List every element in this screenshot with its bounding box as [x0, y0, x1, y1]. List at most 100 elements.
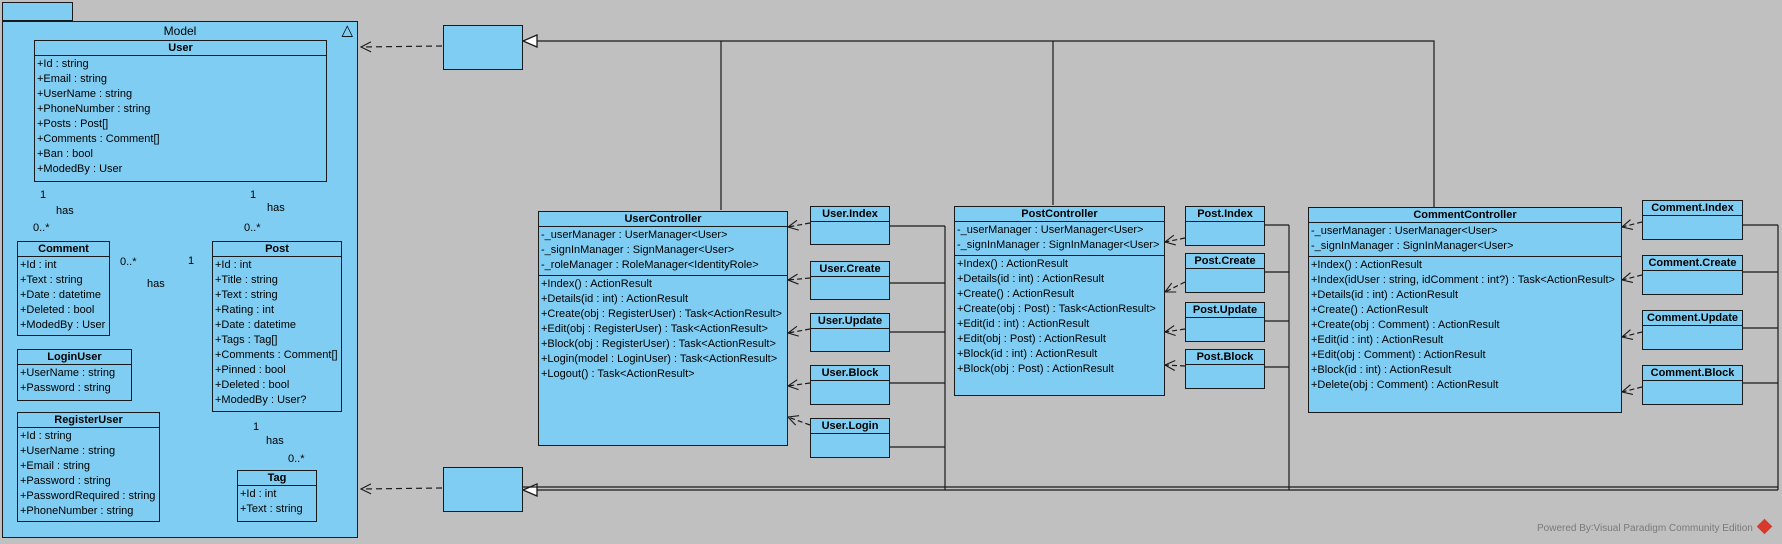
operation: +Details(id : int) : ActionResult [541, 293, 689, 305]
attribute: +Rating : int [215, 304, 275, 316]
class-name: CommentController [1413, 209, 1517, 221]
attribute: -_roleManager : RoleManager<IdentityRole… [541, 259, 759, 271]
view-comment-update[interactable]: Comment.Update [1642, 310, 1743, 350]
class-loginuser[interactable]: LoginUser +UserName : string +Password : s… [17, 349, 132, 401]
attribute: +Password : string [20, 475, 111, 487]
class-name: User.Login [821, 420, 879, 432]
operation: +Logout() : Task<ActionResult> [541, 368, 695, 380]
class-name: LoginUser [47, 351, 102, 363]
class-name: Post [265, 243, 289, 255]
view-post-create[interactable]: Post.Create [1185, 253, 1265, 293]
view-comment-index[interactable]: Comment.Index [1642, 200, 1743, 240]
attribute: -_signInManager : SignInManager<User> [957, 239, 1160, 251]
class-header: Comment.Create [1643, 256, 1742, 271]
view-post-block[interactable]: Post.Block [1185, 349, 1265, 389]
class-name: User [168, 42, 193, 54]
dep-post-block [1165, 365, 1186, 366]
view-user-block[interactable]: User.Block [810, 365, 890, 405]
class-postcontroller[interactable]: PostController-_userManager : UserManage… [954, 206, 1165, 396]
attribute: -_userManager : UserManager<User> [957, 224, 1144, 236]
attribute: +Text : string [215, 289, 278, 301]
attribute: +ModedBy : User [37, 163, 123, 175]
class-user[interactable]: User+Id : string+Email : string+UserName… [34, 40, 327, 182]
class-header: RegisterUser [18, 413, 159, 428]
class-name: Post.Create [1194, 255, 1256, 267]
operation: +Login(model : LoginUser) : Task<ActionR… [541, 353, 778, 365]
view-user-index[interactable]: User.Index [810, 206, 890, 245]
dep-comment-index [1622, 222, 1643, 227]
view-user-login[interactable]: User.Login [810, 418, 890, 458]
class-header: Comment.Index [1643, 201, 1742, 216]
class-header: User [35, 41, 326, 56]
attribute: +Deleted : bool [215, 379, 290, 391]
dep-user-create [788, 278, 811, 280]
attributes-compartment: +Id : int+Text : string [238, 486, 316, 519]
view-post-update[interactable]: Post.Update [1185, 302, 1265, 342]
class-usercontroller[interactable]: UserController-_userManager : UserManage… [538, 211, 788, 446]
dep-post-index [1165, 238, 1186, 242]
dep-comment-block [1622, 387, 1643, 392]
attribute: +Comments : Comment[] [37, 133, 160, 145]
attribute: +Id : string [37, 58, 89, 70]
operation: +Edit(id : int) : ActionResult [957, 318, 1090, 330]
class-name: Post.Index [1197, 208, 1253, 220]
class-commentcontroller[interactable]: CommentController-_userManager : UserMan… [1308, 207, 1622, 413]
attributes-compartment: -_userManager : UserManager<User> -_signI… [955, 222, 1164, 256]
attributes-compartment: +Id : int +Title : string +Text : string +R… [213, 257, 341, 410]
operation: +Index() : ActionResult [957, 258, 1068, 270]
class-name: RegisterUser [54, 414, 123, 426]
class-name: Post.Block [1196, 351, 1254, 363]
operation: +Delete(obj : Comment) : ActionResult [1311, 379, 1499, 391]
class-comment[interactable]: Comment+Id : int+Text : string+Date : da… [17, 241, 110, 336]
attribute: +Pinned : bool [215, 364, 286, 376]
operation: +Block(obj : RegisterUser) : Task<Action… [541, 338, 776, 350]
operations-compartment: +Index() : ActionResult+Details(id : int… [539, 276, 787, 384]
attribute: +Id : int [215, 259, 252, 271]
operation: +Index() : ActionResult [1311, 259, 1422, 271]
class-header: User.Block [811, 366, 889, 381]
operation: +Edit(id : int) : ActionResult [1311, 334, 1444, 346]
view-comment-create[interactable]: Comment.Create [1642, 255, 1743, 295]
attribute: +UserName : string [37, 88, 133, 100]
class-header: Post.Block [1186, 350, 1264, 365]
attribute: +ModedBy : User? [215, 394, 307, 406]
dep-user-login [788, 417, 811, 426]
class-header: Post [213, 242, 341, 257]
interface-view[interactable] [443, 467, 523, 512]
dep-user-block [788, 383, 811, 386]
attribute: +Password : string [20, 382, 111, 394]
view-comment-block[interactable]: Comment.Block [1642, 365, 1743, 405]
dep-user-update [788, 329, 811, 333]
class-header: PostController [955, 207, 1164, 222]
operation: +Index(idUser : string, idComment : int?… [1311, 274, 1615, 286]
class-header: LoginUser [18, 350, 131, 365]
class-registeruser[interactable]: RegisterUser+Id : string+UserName : stri… [17, 412, 160, 522]
class-tag[interactable]: Tag+Id : int+Text : string [237, 470, 317, 522]
class-name: Post.Update [1192, 304, 1258, 316]
attribute: +Title : string [215, 274, 278, 286]
attribute: +UserName : string [20, 367, 116, 379]
view-user-create[interactable]: User.Create [810, 261, 890, 300]
dep-comment-update [1622, 332, 1643, 337]
class-name: User.Update [817, 315, 883, 327]
attribute: +Id : int [20, 259, 57, 271]
attributes-compartment: +UserName : string +Password : string [18, 365, 131, 398]
class-header: User.Index [811, 207, 889, 222]
interface-controller[interactable] [443, 25, 523, 70]
view-user-update[interactable]: User.Update [810, 313, 890, 352]
view-post-index[interactable]: Post.Index [1185, 206, 1265, 246]
mult-user-comment-source: 1 [40, 189, 47, 201]
class-post[interactable]: Post +Id : int +Title : string +Text : stri… [212, 241, 342, 412]
package-triangle-icon: △ [341, 22, 353, 39]
assoc-label-post-comment: has [147, 278, 165, 290]
mult-user-post-target: 0..* [244, 222, 261, 234]
assoc-label-user-post: has [267, 202, 285, 214]
attribute: +Comments : Comment[] [215, 349, 338, 361]
attribute: +Date : datetime [20, 289, 102, 301]
class-name: User.Block [821, 367, 879, 379]
realization-view [361, 488, 443, 489]
attribute: +Posts : Post[] [37, 118, 109, 130]
class-header: Tag [238, 471, 316, 486]
dep-user-index [788, 223, 811, 227]
class-name: Comment.Create [1648, 257, 1737, 269]
